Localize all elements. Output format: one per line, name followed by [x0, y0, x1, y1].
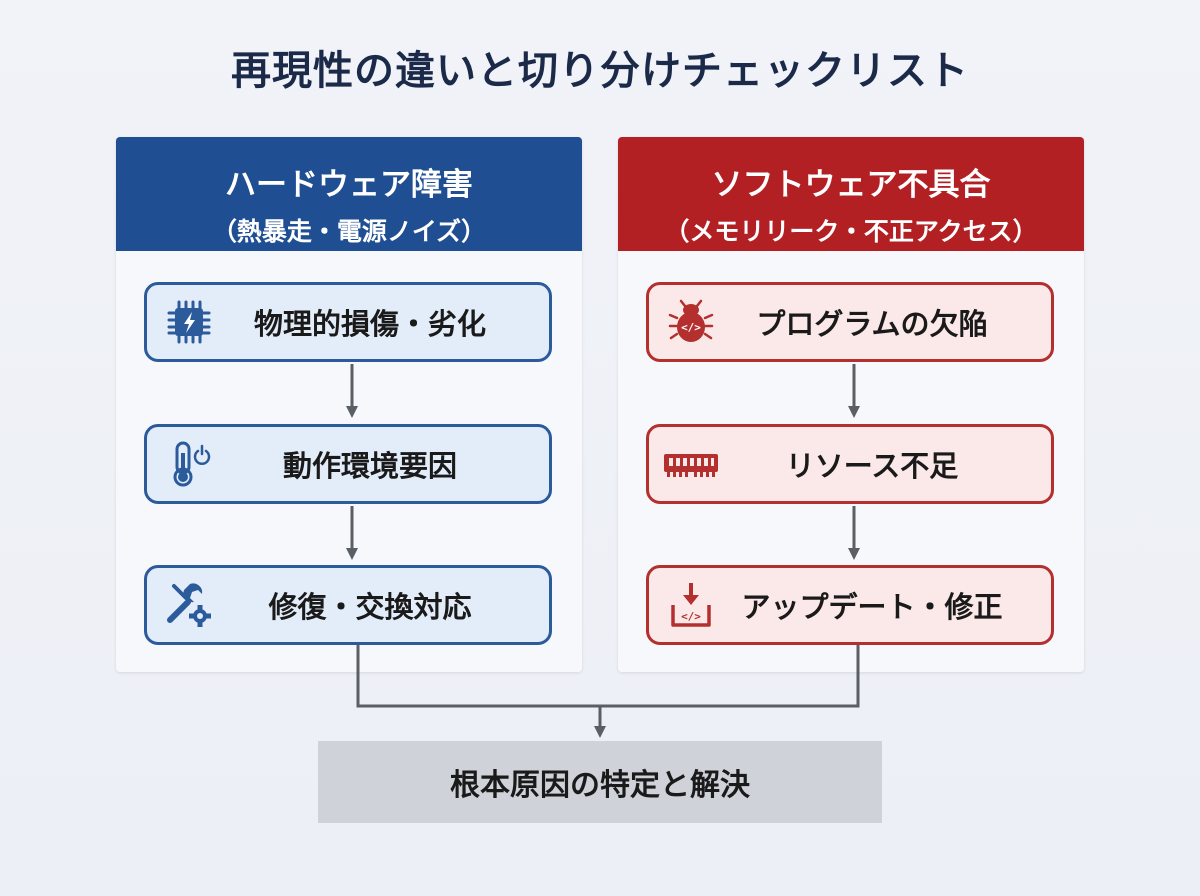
- hardware-arrow-2: [346, 506, 358, 560]
- software-step-resource-shortage: リソース不足: [646, 424, 1054, 504]
- thermometer-power-icon: [157, 432, 221, 496]
- hardware-step-environment: 動作環境要因: [144, 424, 552, 504]
- diagram-title: 再現性の違いと切り分けチェックリスト: [231, 48, 969, 94]
- result-box: 根本原因の特定と解決: [318, 741, 882, 823]
- wrench-gear-icon: [157, 573, 221, 637]
- hardware-step-2-label: 動作環境要因: [282, 449, 457, 483]
- software-step-1-label: プログラムの欠陥: [756, 307, 988, 341]
- software-header: ソフトウェア不具合 （メモリリーク・不正アクセス）: [618, 137, 1084, 251]
- hardware-heading: ハードウェア障害: [225, 167, 473, 203]
- hardware-step-repair: 修復・交換対応: [144, 565, 552, 645]
- hardware-step-3-label: 修復・交換対応: [268, 590, 472, 624]
- hardware-step-physical-damage: 物理的損傷・劣化: [144, 282, 552, 362]
- software-step-3-label: アップデート・修正: [741, 590, 1003, 624]
- bug-code-icon: </>: [659, 290, 723, 354]
- software-arrow-1: [848, 364, 860, 418]
- hardware-header: ハードウェア障害 （熱暴走・電源ノイズ）: [116, 137, 582, 251]
- download-code-icon: </>: [659, 573, 723, 637]
- software-step-program-defect: </> プログラムの欠陥: [646, 282, 1054, 362]
- hardware-panel: ハードウェア障害 （熱暴走・電源ノイズ） 物理的損傷・劣化: [116, 137, 582, 672]
- software-arrow-2: [848, 506, 860, 560]
- software-step-update-fix: </> アップデート・修正: [646, 565, 1054, 645]
- hardware-subheading: （熱暴走・電源ノイズ）: [211, 217, 487, 246]
- hardware-step-1-label: 物理的損傷・劣化: [253, 307, 486, 341]
- software-subheading: （メモリリーク・不正アクセス）: [664, 217, 1038, 246]
- svg-text:</>: </>: [681, 321, 701, 334]
- software-panel: ソフトウェア不具合 （メモリリーク・不正アクセス） </> プログラムの欠陥: [618, 137, 1084, 672]
- software-step-2-label: リソース不足: [785, 449, 959, 483]
- chip-lightning-icon: [157, 290, 221, 354]
- hardware-arrow-1: [346, 364, 358, 418]
- svg-text:</>: </>: [681, 610, 701, 623]
- result-label: 根本原因の特定と解決: [450, 768, 750, 803]
- software-heading: ソフトウェア不具合: [711, 167, 991, 203]
- memory-module-icon: [659, 432, 723, 496]
